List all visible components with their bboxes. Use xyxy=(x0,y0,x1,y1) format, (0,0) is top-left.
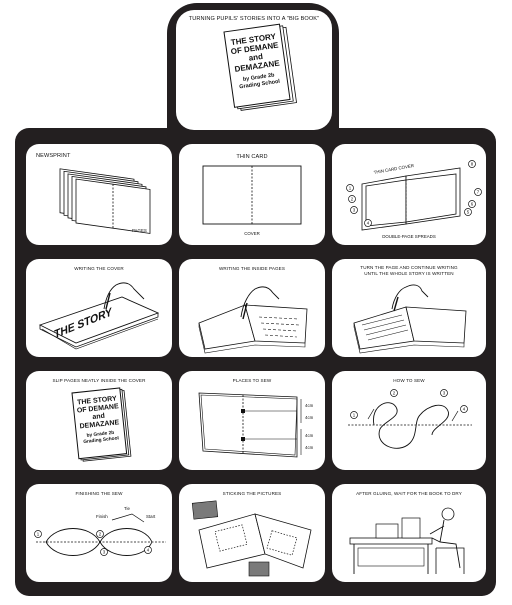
panel-sticking: STICKING THE PICTURES xyxy=(179,484,325,582)
spread-num-5: 5 xyxy=(467,210,470,215)
how-to-sew-label: HOW TO SEW xyxy=(393,378,425,383)
spread-num-1: 1 xyxy=(349,186,352,191)
spread-num-2: 2 xyxy=(351,197,354,202)
slip-book-line1: THE STORY xyxy=(77,395,118,406)
panel-thin-card: THIN CARD COVER xyxy=(179,144,325,245)
writing-cover-illustration: THE STORY xyxy=(38,282,160,350)
panel-slip-pages: SLIP PAGES NEATLY INSIDE THE COVER THE S… xyxy=(26,371,172,470)
spread-num-8: 8 xyxy=(471,162,474,167)
panel-places-to-sew: PLACES TO SEW 4cm 4cm 4cm 4cm xyxy=(179,371,325,470)
panel-how-to-sew: HOW TO SEW 1 2 3 4 xyxy=(332,371,486,470)
finish-label: Finish xyxy=(96,514,108,519)
how-to-sew-illustration: 1 2 3 4 xyxy=(348,389,472,449)
double-page-spreads-label: DOUBLE-PAGE SPREADS xyxy=(382,234,436,239)
panel-writing-cover: WRITING THE COVER THE STORY xyxy=(26,259,172,357)
turn-page-label-1: TURN THE PAGE AND CONTINUE WRITING xyxy=(360,265,458,270)
thin-card-cover-label: THIN CARD COVER xyxy=(373,163,414,175)
places-to-sew-label: PLACES TO SEW xyxy=(232,378,272,383)
tie-label: Tie xyxy=(124,506,130,511)
slip-pages-label: SLIP PAGES NEATLY INSIDE THE COVER xyxy=(52,378,146,383)
pages-label: PAGES xyxy=(132,228,147,233)
finish-step-2: 2 xyxy=(99,532,102,537)
finishing-label: FINISHING THE SEW xyxy=(75,491,123,496)
measure-label-1: 4cm xyxy=(305,403,314,408)
spread-num-6: 6 xyxy=(471,202,474,207)
diagram-title: TURNING PUPILS' STORIES INTO A "BIG BOOK… xyxy=(188,16,320,22)
measure-label-4: 4cm xyxy=(305,445,314,450)
newsprint-pages-illustration: PAGES xyxy=(59,168,151,234)
panel-writing-inside: WRITING THE INSIDE PAGES xyxy=(179,259,325,357)
waiting-to-dry-illustration xyxy=(349,507,465,574)
slip-book-line3: and xyxy=(92,413,105,421)
writing-cover-label: WRITING THE COVER xyxy=(74,266,124,271)
book-author-line1: by Grade 2b xyxy=(243,72,276,82)
finish-step-1: 1 xyxy=(37,532,40,537)
big-book-illustration: THE STORY OF DEMANE and DEMAZANE by Grad… xyxy=(223,23,297,111)
slip-book-line2: OF DEMANE xyxy=(77,403,120,414)
thin-card-illustration: COVER xyxy=(202,165,302,236)
sew-step-4: 4 xyxy=(463,407,466,412)
panel-newsprint: NEWSPRINT PAGES xyxy=(26,144,172,245)
panel-turn-page: TURN THE PAGE AND CONTINUE WRITING UNTIL… xyxy=(332,259,486,357)
slip-book-line4: DEMAZANE xyxy=(79,419,120,430)
measure-label-2: 4cm xyxy=(305,415,314,420)
sew-step-1: 1 xyxy=(353,413,356,418)
thin-card-label: THIN CARD xyxy=(236,154,268,160)
folded-spreads-illustration: THIN CARD COVER 1 2 3 4 5 6 7 8 DOUBLE-P… xyxy=(346,160,482,239)
book-author-line2: Grading School xyxy=(239,79,281,91)
panel-finishing: FINISHING THE SEW Finish Tie Start 1 2 3… xyxy=(26,484,172,582)
panel-title: TURNING PUPILS' STORIES INTO A "BIG BOOK… xyxy=(176,10,332,130)
slip-book-line5: by Grade 2b xyxy=(86,430,114,439)
slip-pages-book-illustration: THE STORY OF DEMANE and DEMAZANE by Grad… xyxy=(71,387,132,462)
spread-num-4: 4 xyxy=(367,221,370,226)
sew-step-2: 2 xyxy=(393,391,396,396)
spread-num-3: 3 xyxy=(353,208,356,213)
finish-step-4: 4 xyxy=(147,548,150,553)
turn-page-label-2: UNTIL THE WHOLE STORY IS WRITTEN xyxy=(364,271,454,276)
start-label: Start xyxy=(146,514,156,519)
turn-page-illustration xyxy=(353,284,467,354)
panel-drying: AFTER GLUING, WAIT FOR THE BOOK TO DRY xyxy=(332,484,486,582)
sticking-label: STICKING THE PICTURES xyxy=(222,491,282,496)
finishing-sew-illustration: Finish Tie Start 1 2 3 4 xyxy=(34,506,166,556)
sticking-pictures-illustration xyxy=(191,500,312,577)
spread-num-7: 7 xyxy=(477,190,480,195)
slip-book-line6: Grading School xyxy=(83,435,119,445)
cover-label: COVER xyxy=(244,231,260,236)
places-to-sew-illustration: 4cm 4cm 4cm 4cm xyxy=(198,392,314,458)
writing-inside-illustration xyxy=(198,286,308,354)
drying-label: AFTER GLUING, WAIT FOR THE BOOK TO DRY xyxy=(356,491,462,496)
writing-inside-label: WRITING THE INSIDE PAGES xyxy=(218,266,286,271)
measure-label-3: 4cm xyxy=(305,433,314,438)
panel-thin-card-cover: THIN CARD COVER 1 2 3 4 5 6 7 8 DOUBLE-P… xyxy=(332,144,486,245)
finish-step-3: 3 xyxy=(103,550,106,555)
sew-step-3: 3 xyxy=(443,391,446,396)
newsprint-label: NEWSPRINT xyxy=(36,153,71,159)
book-title-line3: and xyxy=(248,52,263,63)
